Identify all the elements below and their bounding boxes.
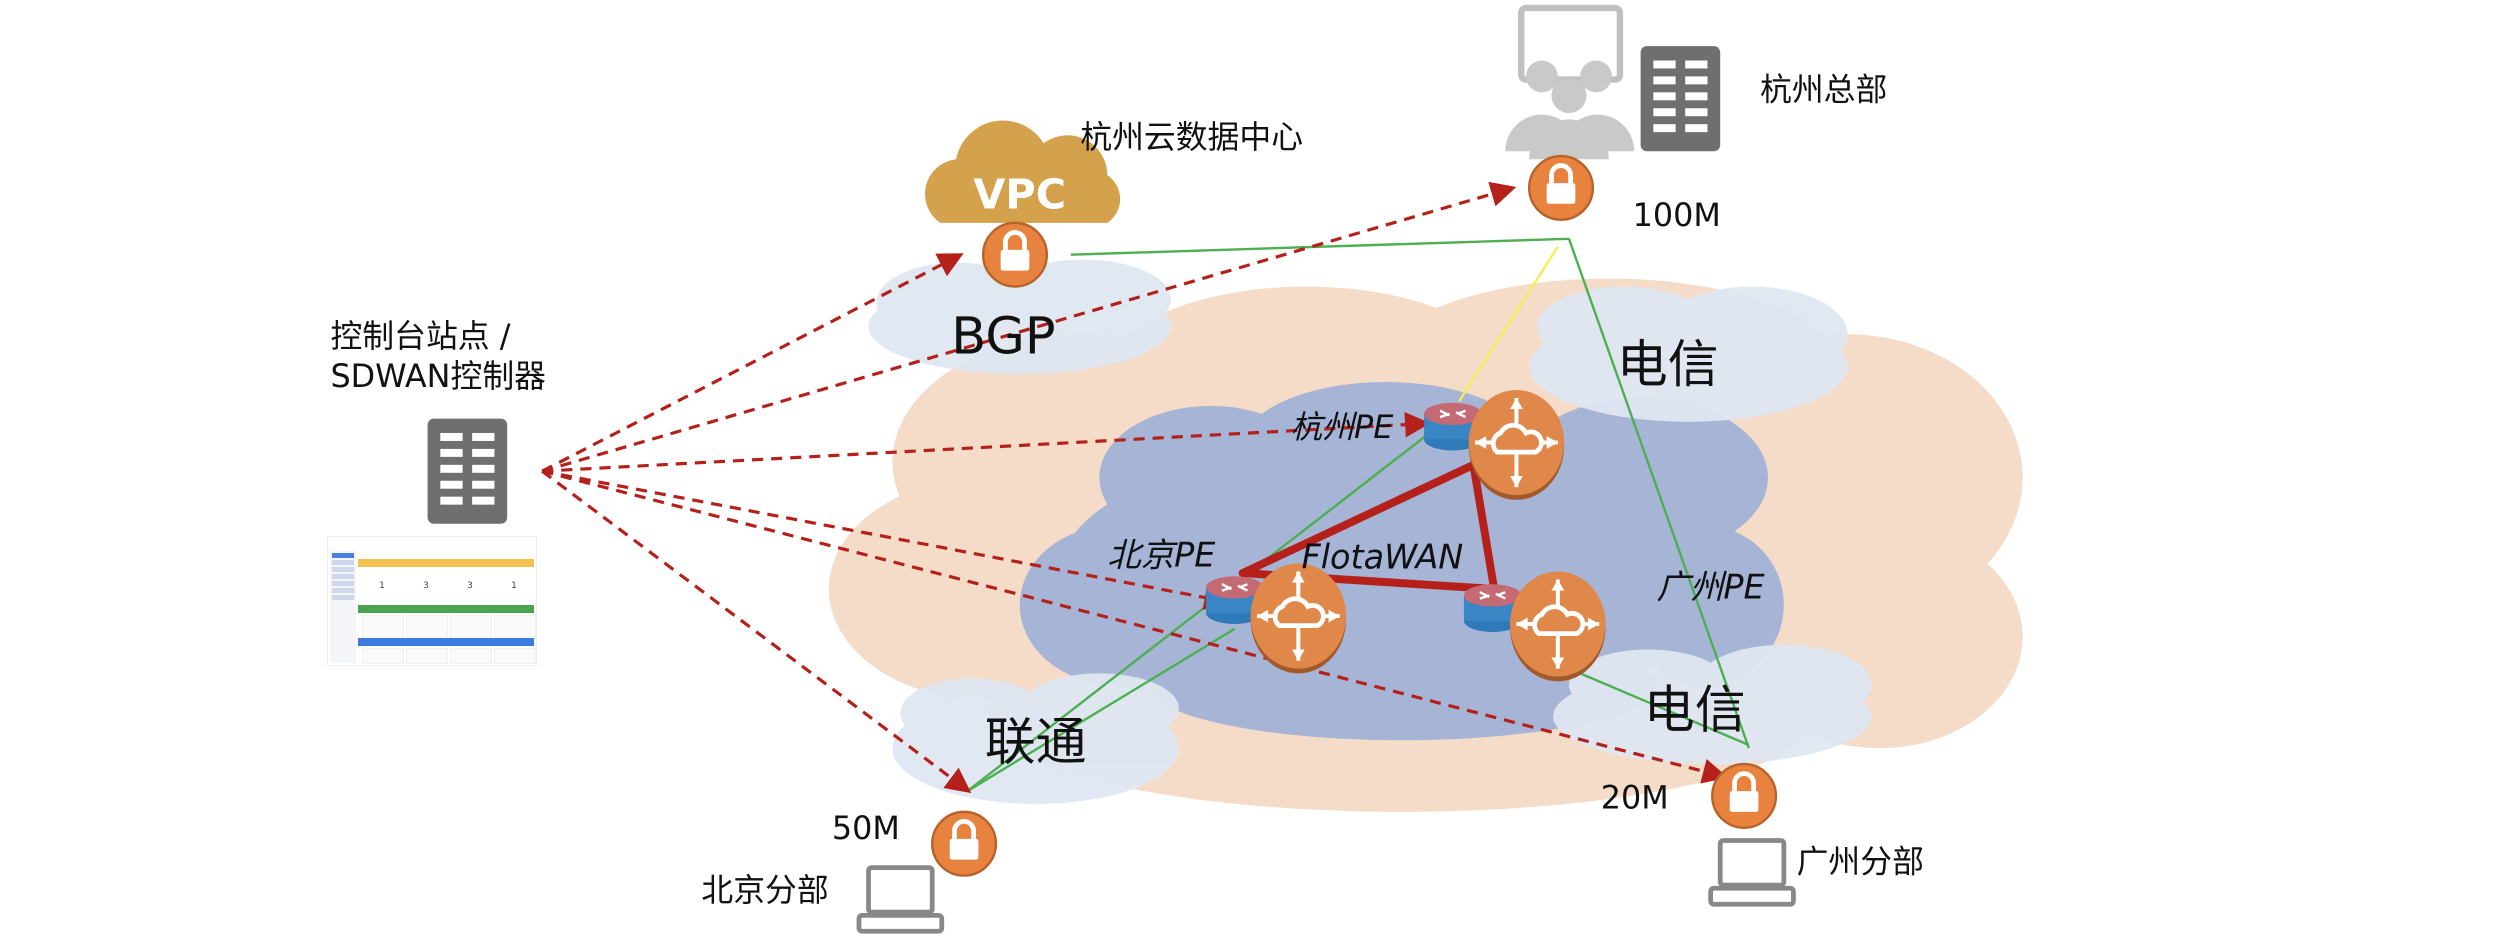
hq-bandwidth: 100M: [1633, 196, 1721, 234]
dashboard-green-bar: [358, 605, 534, 613]
guangzhou-bandwidth: 20M: [1601, 779, 1669, 817]
hq-lock-icon: [1529, 156, 1593, 220]
beijing-laptop-icon: [859, 868, 942, 932]
hq-pe-link: [1458, 246, 1559, 402]
beijing-bandwidth: 50M: [832, 809, 900, 847]
bgp-label: BGP: [951, 307, 1055, 366]
dashboard-count: 1: [379, 581, 385, 591]
dashboard-yellow-bar: [358, 559, 534, 567]
beijing-lock-icon: [932, 812, 996, 876]
guangzhou-lock-icon: [1712, 764, 1776, 828]
flotawan-backbone: [1238, 460, 1499, 593]
cloud-dc-label: 杭州云数据中心: [1080, 118, 1303, 156]
control-links: [541, 181, 1729, 794]
controller-server-icon: [427, 418, 508, 524]
hq-people-icon: [1505, 4, 1635, 160]
controller-dashboard-thumbnail: 1 3 3 1: [327, 536, 537, 666]
controller-label: 控制台站点 /: [330, 317, 510, 355]
carrier-telecom-bottom: 电信: [1644, 682, 1746, 741]
dashboard-count: 1: [511, 581, 517, 591]
hangzhou-pe-label: 杭州PE: [1290, 408, 1394, 446]
controller-label-2: SDWAN控制器: [330, 357, 546, 395]
vpc-lock-icon: [983, 223, 1047, 287]
guangzhou-pe-cloud-router-icon: [1510, 571, 1606, 681]
hq-label: 杭州总部: [1760, 70, 1887, 108]
underlay-links: [966, 237, 1750, 793]
hq-server-icon: [1640, 46, 1721, 152]
beijing-branch-label: 北京分部: [701, 871, 828, 909]
vpc-badge: VPC: [973, 171, 1066, 219]
dashboard-blue-bar: [358, 638, 534, 646]
guangzhou-pe-label: 广州PE: [1657, 568, 1766, 607]
carrier-unicom: 联通: [985, 713, 1087, 772]
dashboard-count: 3: [423, 581, 429, 591]
dashboard-sidebar: [330, 551, 356, 663]
hangzhou-pe-cloud-router-icon: [1469, 390, 1565, 500]
guangzhou-laptop-icon: [1711, 841, 1794, 905]
beijing-pe-label: 北京PE: [1107, 536, 1216, 575]
guangzhou-branch-label: 广州分部: [1797, 842, 1924, 880]
flotawan-label: FlotaWAN: [1302, 537, 1464, 576]
beijing-pe-cloud-router-icon: [1251, 564, 1347, 674]
dashboard-count: 3: [467, 581, 473, 591]
small-clouds: [868, 259, 1872, 804]
carrier-telecom-top: 电信: [1617, 336, 1719, 395]
vpc-cloud-icon: VPC: [924, 120, 1121, 223]
